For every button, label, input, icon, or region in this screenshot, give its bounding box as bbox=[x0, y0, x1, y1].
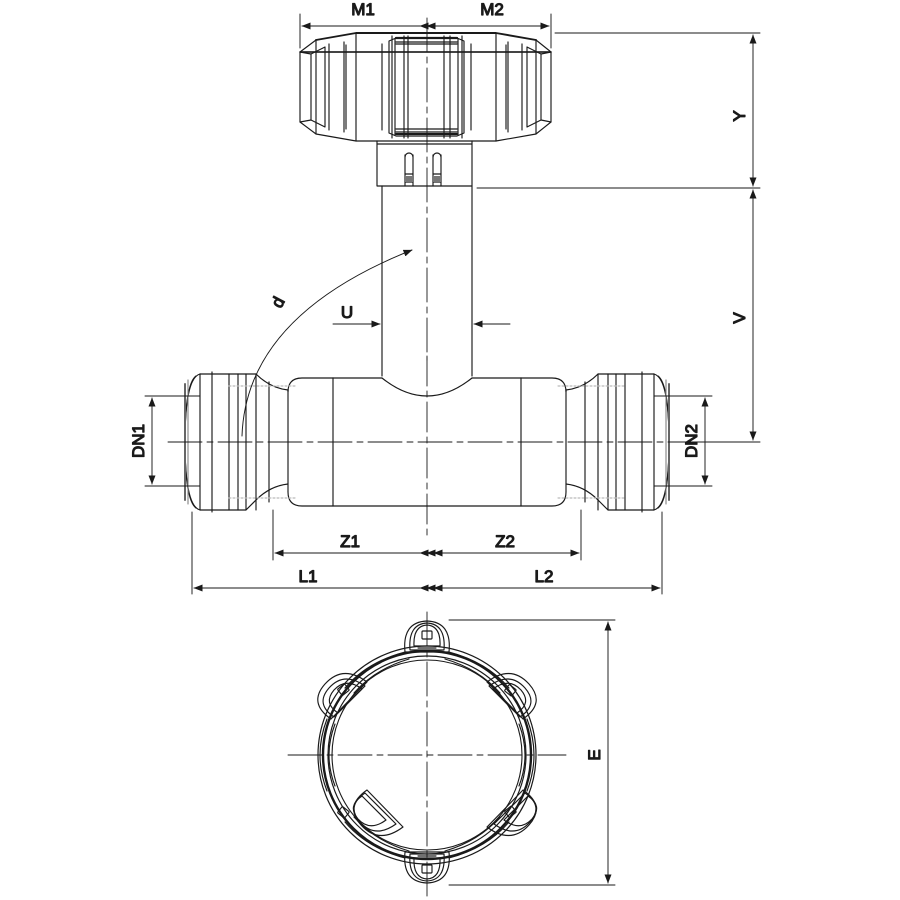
dim-label-z1: Z1 bbox=[340, 532, 360, 551]
dimension-d-leader bbox=[241, 249, 413, 437]
dim-label-dn2: DN2 bbox=[682, 424, 701, 458]
centerlines-plan bbox=[287, 611, 567, 899]
valve-neck bbox=[381, 185, 473, 377]
dimension-z1-z2 bbox=[272, 509, 582, 561]
dim-label-dn1: DN1 bbox=[129, 424, 148, 458]
dim-label-v: V bbox=[730, 312, 749, 324]
dim-label-m2: M2 bbox=[480, 0, 504, 19]
dimension-dn1 bbox=[144, 395, 201, 487]
dimension-v bbox=[673, 189, 761, 443]
dim-label-l2: L2 bbox=[535, 567, 554, 586]
handwheel-side-profile bbox=[299, 32, 552, 142]
dimension-y bbox=[476, 32, 761, 189]
dimension-m1-m2 bbox=[299, 13, 552, 49]
dim-label-u: U bbox=[341, 303, 353, 322]
dim-label-y: Y bbox=[730, 110, 749, 121]
dim-label-l1: L1 bbox=[299, 567, 318, 586]
dim-label-m1: M1 bbox=[351, 0, 375, 19]
dim-label-z2: Z2 bbox=[495, 532, 515, 551]
dim-label-d: d bbox=[268, 294, 289, 311]
dimension-l1-l2 bbox=[191, 511, 663, 595]
stem-nut-block bbox=[376, 140, 473, 187]
centerlines-elevation bbox=[167, 17, 701, 443]
dimension-u bbox=[332, 299, 511, 336]
dimension-dn2 bbox=[653, 395, 713, 487]
dimension-e bbox=[448, 619, 616, 886]
dim-label-e: E bbox=[585, 749, 604, 760]
